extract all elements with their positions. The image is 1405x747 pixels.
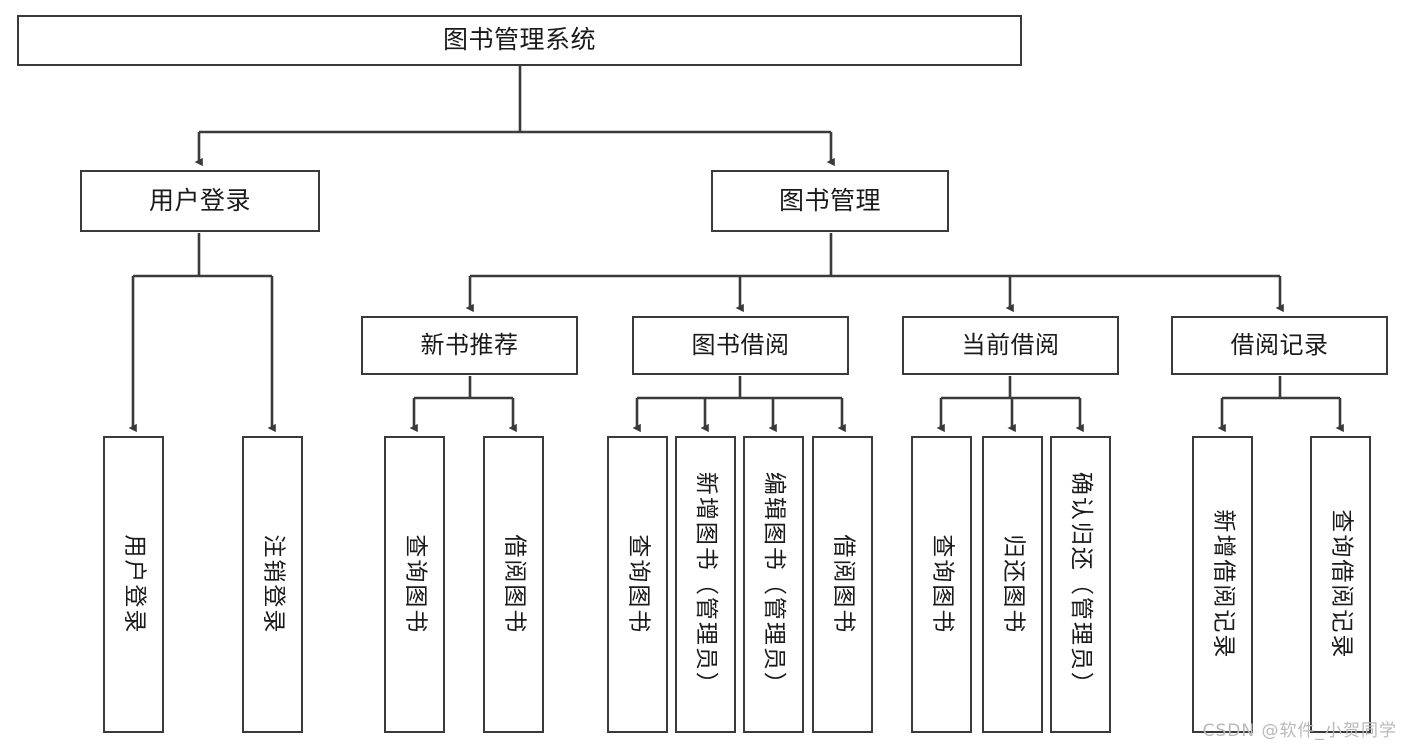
leaf-add-book-admin[interactable]: 新增图书（管理员） bbox=[675, 436, 736, 733]
node-label: 新增借阅记录 bbox=[1209, 509, 1236, 660]
node-label: 图书管理系统 bbox=[442, 25, 596, 55]
node-label: 查询图书 bbox=[624, 534, 651, 635]
leaf-query-book-borrow[interactable]: 查询图书 bbox=[607, 436, 668, 733]
node-borrow-record[interactable]: 借阅记录 bbox=[1171, 316, 1388, 375]
leaf-query-book-recommend[interactable]: 查询图书 bbox=[384, 436, 445, 733]
node-label: 查询借阅记录 bbox=[1327, 509, 1354, 660]
node-book-management[interactable]: 图书管理 bbox=[711, 170, 949, 232]
leaf-return-book[interactable]: 归还图书 bbox=[982, 436, 1043, 733]
node-label: 用户登录 bbox=[148, 185, 251, 215]
csdn-watermark: CSDN @软件_小贺同学 bbox=[1202, 721, 1397, 741]
node-label: 借阅记录 bbox=[1230, 330, 1329, 359]
leaf-add-borrow-record[interactable]: 新增借阅记录 bbox=[1192, 436, 1253, 733]
node-new-book-recommend[interactable]: 新书推荐 bbox=[361, 316, 578, 375]
leaf-logout[interactable]: 注销登录 bbox=[242, 436, 303, 733]
leaf-confirm-return-admin[interactable]: 确认归还（管理员） bbox=[1050, 436, 1111, 733]
node-label: 图书借阅 bbox=[691, 330, 790, 359]
leaf-borrow-book-recommend[interactable]: 借阅图书 bbox=[483, 436, 544, 733]
node-label: 当前借阅 bbox=[961, 330, 1060, 359]
node-label: 编辑图书（管理员） bbox=[760, 471, 787, 697]
node-label: 查询图书 bbox=[928, 534, 955, 635]
node-label: 借阅图书 bbox=[500, 534, 527, 635]
node-current-borrow[interactable]: 当前借阅 bbox=[902, 316, 1119, 375]
node-label: 查询图书 bbox=[401, 534, 428, 635]
node-user-login[interactable]: 用户登录 bbox=[80, 170, 320, 232]
node-book-borrow[interactable]: 图书借阅 bbox=[632, 316, 849, 375]
leaf-query-book-current[interactable]: 查询图书 bbox=[911, 436, 972, 733]
leaf-borrow-book[interactable]: 借阅图书 bbox=[812, 436, 873, 733]
node-root-book-management-system[interactable]: 图书管理系统 bbox=[17, 15, 1022, 66]
leaf-query-borrow-record[interactable]: 查询借阅记录 bbox=[1310, 436, 1371, 733]
node-label: 新书推荐 bbox=[420, 330, 519, 359]
node-label: 注销登录 bbox=[259, 534, 286, 635]
node-label: 图书管理 bbox=[778, 185, 881, 215]
leaf-edit-book-admin[interactable]: 编辑图书（管理员） bbox=[743, 436, 804, 733]
node-label: 新增图书（管理员） bbox=[692, 471, 719, 697]
node-label: 借阅图书 bbox=[829, 534, 856, 635]
node-label: 归还图书 bbox=[999, 534, 1026, 635]
leaf-user-login[interactable]: 用户登录 bbox=[103, 436, 164, 733]
node-label: 用户登录 bbox=[120, 534, 147, 635]
node-label: 确认归还（管理员） bbox=[1067, 471, 1094, 697]
